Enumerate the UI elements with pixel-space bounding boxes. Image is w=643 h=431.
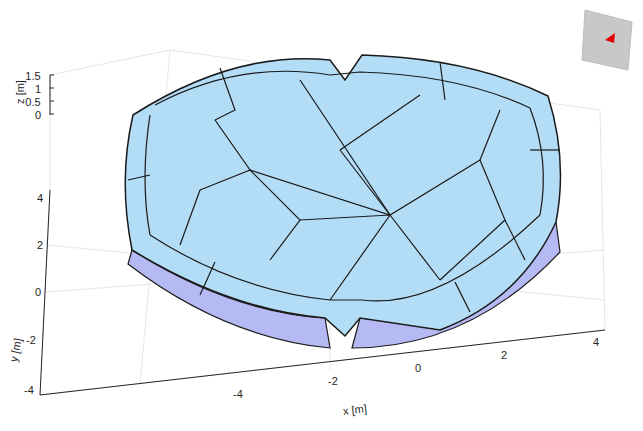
tick-label: 4 (593, 337, 599, 348)
tick-label: -2 (26, 335, 36, 346)
axis-title: x [m] (342, 403, 367, 417)
tick-label: -4 (24, 385, 34, 396)
tick-label: 1.5 (25, 71, 40, 82)
tick-label: -4 (233, 389, 243, 400)
tick-label: 2 (501, 350, 507, 361)
tick-label: 0 (415, 363, 421, 374)
tick-label: 2 (37, 240, 43, 251)
axis-title: y [m] (8, 337, 24, 363)
tick-label: 4 (37, 193, 43, 204)
axis-grid (40, 50, 605, 395)
axis-title: z [m] (15, 80, 26, 104)
tick-label: 0 (35, 287, 41, 298)
tick-label: 0.5 (25, 97, 40, 108)
tick-label: 0 (35, 110, 41, 121)
tick-label: -2 (328, 376, 338, 387)
tick-label: 1 (35, 84, 41, 95)
vault-surface (125, 55, 560, 348)
orientation-widget (582, 10, 632, 70)
